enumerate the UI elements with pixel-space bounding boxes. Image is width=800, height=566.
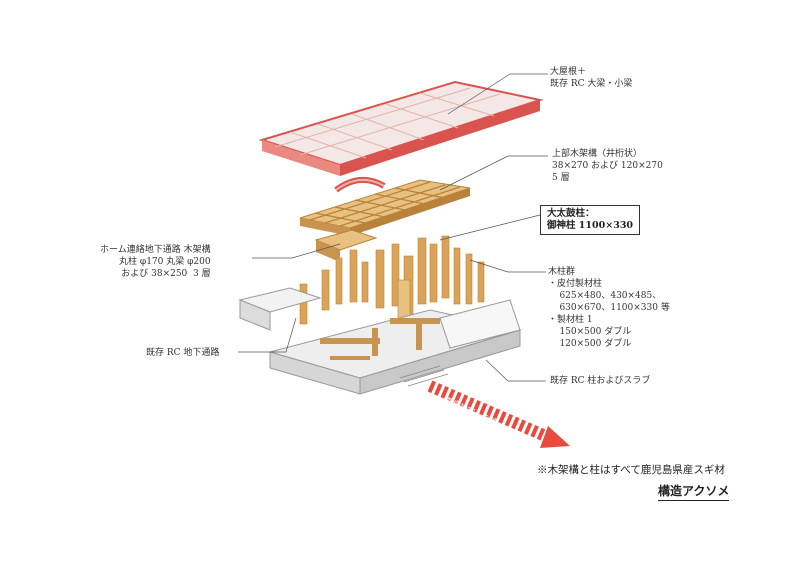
existing-rc-underpass <box>238 287 322 331</box>
wood-column-group <box>299 235 485 325</box>
label-home-frame: ホーム連絡地下通路 木架構 丸柱 φ170 丸梁 φ200 および 38×250… <box>100 245 211 279</box>
label-rc-slab: 既存 RC 柱およびスラブ <box>550 376 651 386</box>
roof-slab <box>258 80 544 176</box>
label-roof: 大屋根＋ 既存 RC 大梁・小梁 <box>550 67 633 89</box>
footnote: ※木架構と柱はすべて鹿児島県産スギ材 <box>537 464 725 476</box>
label-big-column: 大太鼓柱： 御神柱 1100×330 <box>540 205 641 235</box>
home-underpass-wood-frame <box>314 229 378 262</box>
leader-lines <box>238 73 548 382</box>
label-underpass: 既存 RC 地下通路 <box>146 348 220 358</box>
arch-element <box>334 177 386 193</box>
upper-wood-frame <box>299 179 471 236</box>
axis-arrow: 霧島神宮への軸 <box>427 380 570 448</box>
diagram-title: 構造アクソメ <box>658 482 730 501</box>
label-upper-frame: 上部木架構（井桁状） 38×270 および 120×270 5 層 <box>552 149 663 183</box>
existing-rc-slab <box>268 299 522 395</box>
label-column-group: 木柱群 ・皮付製材柱 625×480、430×485、 630×670、1100… <box>548 267 670 349</box>
